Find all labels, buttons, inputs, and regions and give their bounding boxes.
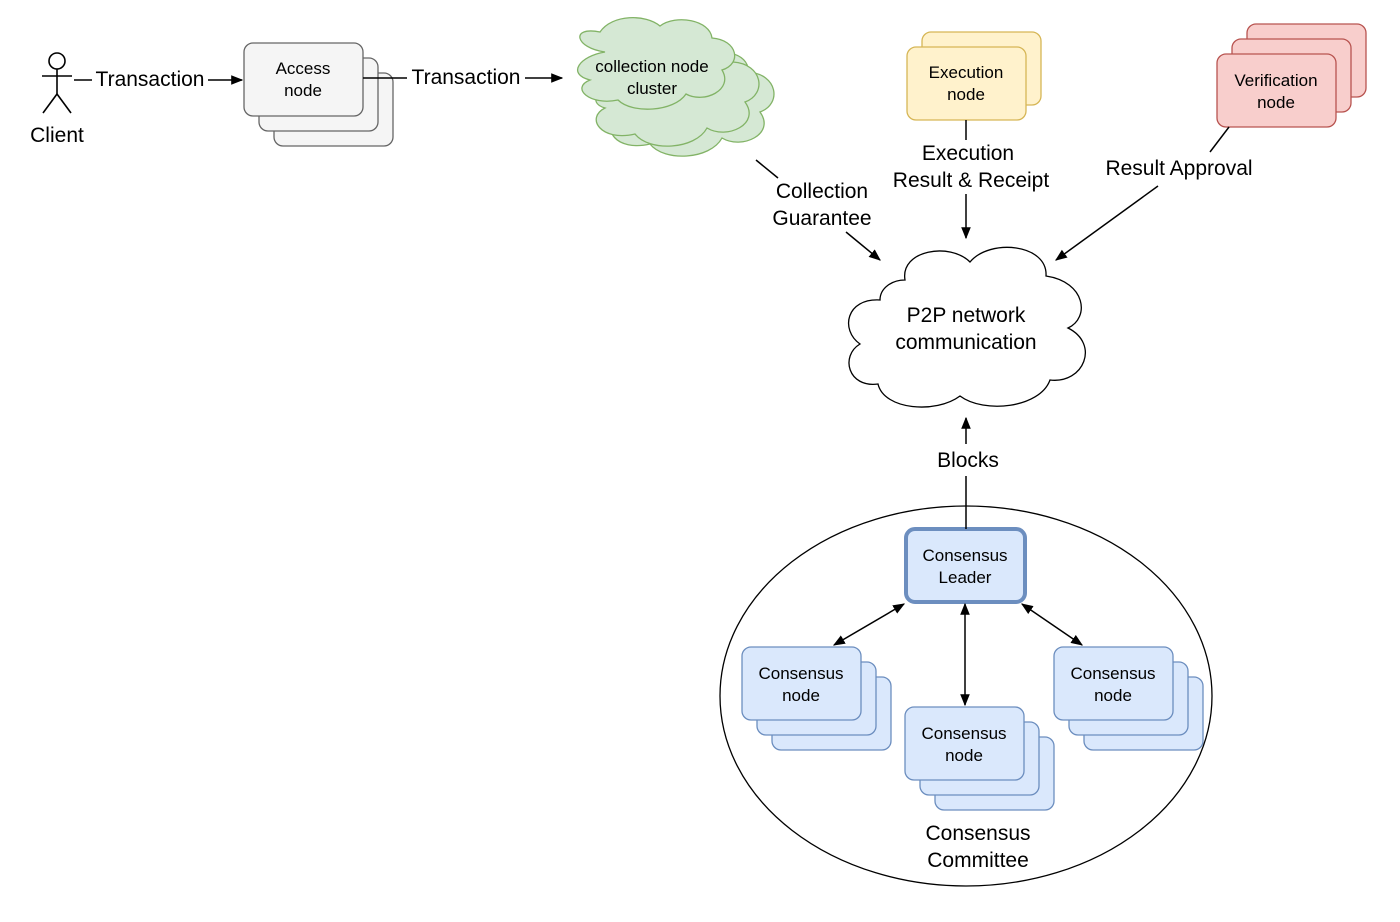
execution-node-label-1: Execution xyxy=(929,63,1004,82)
consensus-node-middle[interactable]: Consensus node xyxy=(904,706,1055,811)
consensus-node-left-label-2: node xyxy=(782,686,820,705)
edge-verification-p2p-b xyxy=(1055,185,1159,261)
verification-node-label-1: Verification xyxy=(1234,71,1317,90)
access-node-label-1: Access xyxy=(276,59,331,78)
consensus-leader-label-1: Consensus xyxy=(922,546,1007,565)
client-label: Client xyxy=(30,124,84,147)
edge-label-execution-2: Result & Receipt xyxy=(893,169,1050,192)
consensus-node-right-label-2: node xyxy=(1094,686,1132,705)
edge-label-client-access: Transaction xyxy=(96,68,205,91)
edge-label-bg xyxy=(407,64,525,90)
consensus-leader[interactable]: Consensus Leader xyxy=(904,527,1027,604)
execution-node[interactable]: Execution node xyxy=(906,31,1042,121)
consensus-node-right[interactable]: Consensus node xyxy=(1053,646,1204,751)
edge-label-blocks: Blocks xyxy=(937,449,999,472)
committee-label-1: Consensus xyxy=(925,822,1030,845)
edge-label-bg xyxy=(92,66,208,92)
edge-label-collection-2: Guarantee xyxy=(772,207,871,230)
edge-leader-node-left xyxy=(832,603,906,646)
p2p-label-1: P2P network xyxy=(907,304,1026,327)
consensus-node-middle-label-1: Consensus xyxy=(921,724,1006,743)
edge-collection-p2p-a xyxy=(755,159,779,179)
edge-leader-node-right xyxy=(1021,603,1083,646)
collection-cluster-label-2: cluster xyxy=(627,79,677,98)
access-node[interactable]: Access node xyxy=(243,42,394,147)
edge-verification-p2p-a xyxy=(1209,126,1230,153)
p2p-network-cloud[interactable]: P2P network communication xyxy=(847,246,1086,408)
execution-node-label-2: node xyxy=(947,85,985,104)
edge-label-execution-1: Execution xyxy=(922,142,1014,165)
consensus-node-right-label-1: Consensus xyxy=(1070,664,1155,683)
collection-cluster-label-1: collection node xyxy=(595,57,708,76)
edge-label-verification: Result Approval xyxy=(1105,157,1252,180)
client-actor xyxy=(42,52,72,114)
consensus-node-left-label-1: Consensus xyxy=(758,664,843,683)
edge-label-collection-1: Collection xyxy=(776,180,868,203)
committee-label-2: Committee xyxy=(927,849,1029,872)
collection-cluster[interactable]: collection node cluster xyxy=(577,16,775,157)
p2p-label-2: communication xyxy=(895,331,1036,354)
consensus-leader-label-2: Leader xyxy=(939,568,992,587)
verification-node[interactable]: Verification node xyxy=(1216,23,1367,128)
consensus-node-middle-label-2: node xyxy=(945,746,983,765)
access-node-label-2: node xyxy=(284,81,322,100)
verification-node-label-2: node xyxy=(1257,93,1295,112)
consensus-node-left[interactable]: Consensus node xyxy=(741,646,892,751)
edge-label-access-collection: Transaction xyxy=(412,66,521,89)
edge-collection-p2p-b xyxy=(845,231,881,261)
